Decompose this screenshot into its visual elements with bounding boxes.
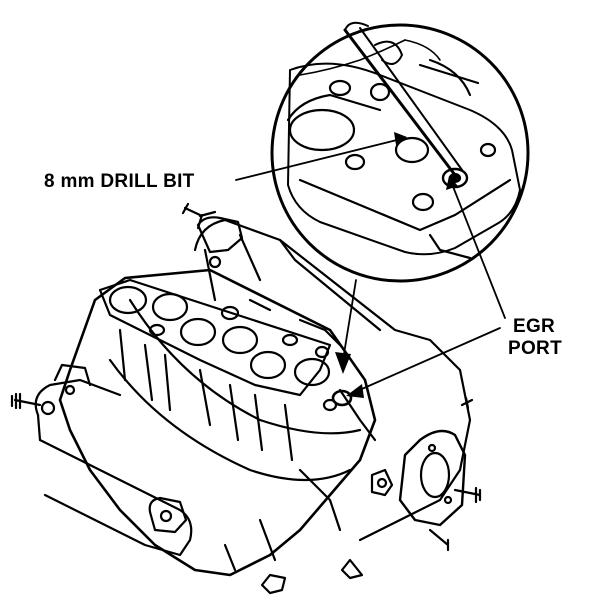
egr-port-label-line2: PORT bbox=[508, 338, 562, 359]
detail-magnifier bbox=[270, 21, 530, 283]
manifold-body bbox=[10, 202, 482, 595]
runner-ports bbox=[108, 285, 331, 387]
egr-port-label-line1: EGR bbox=[513, 316, 556, 337]
egr-port bbox=[331, 389, 353, 407]
leader-arrowheads bbox=[335, 132, 458, 398]
drill-bit-label: 8 mm DRILL BIT bbox=[44, 171, 195, 192]
leader-lines bbox=[235, 137, 506, 393]
